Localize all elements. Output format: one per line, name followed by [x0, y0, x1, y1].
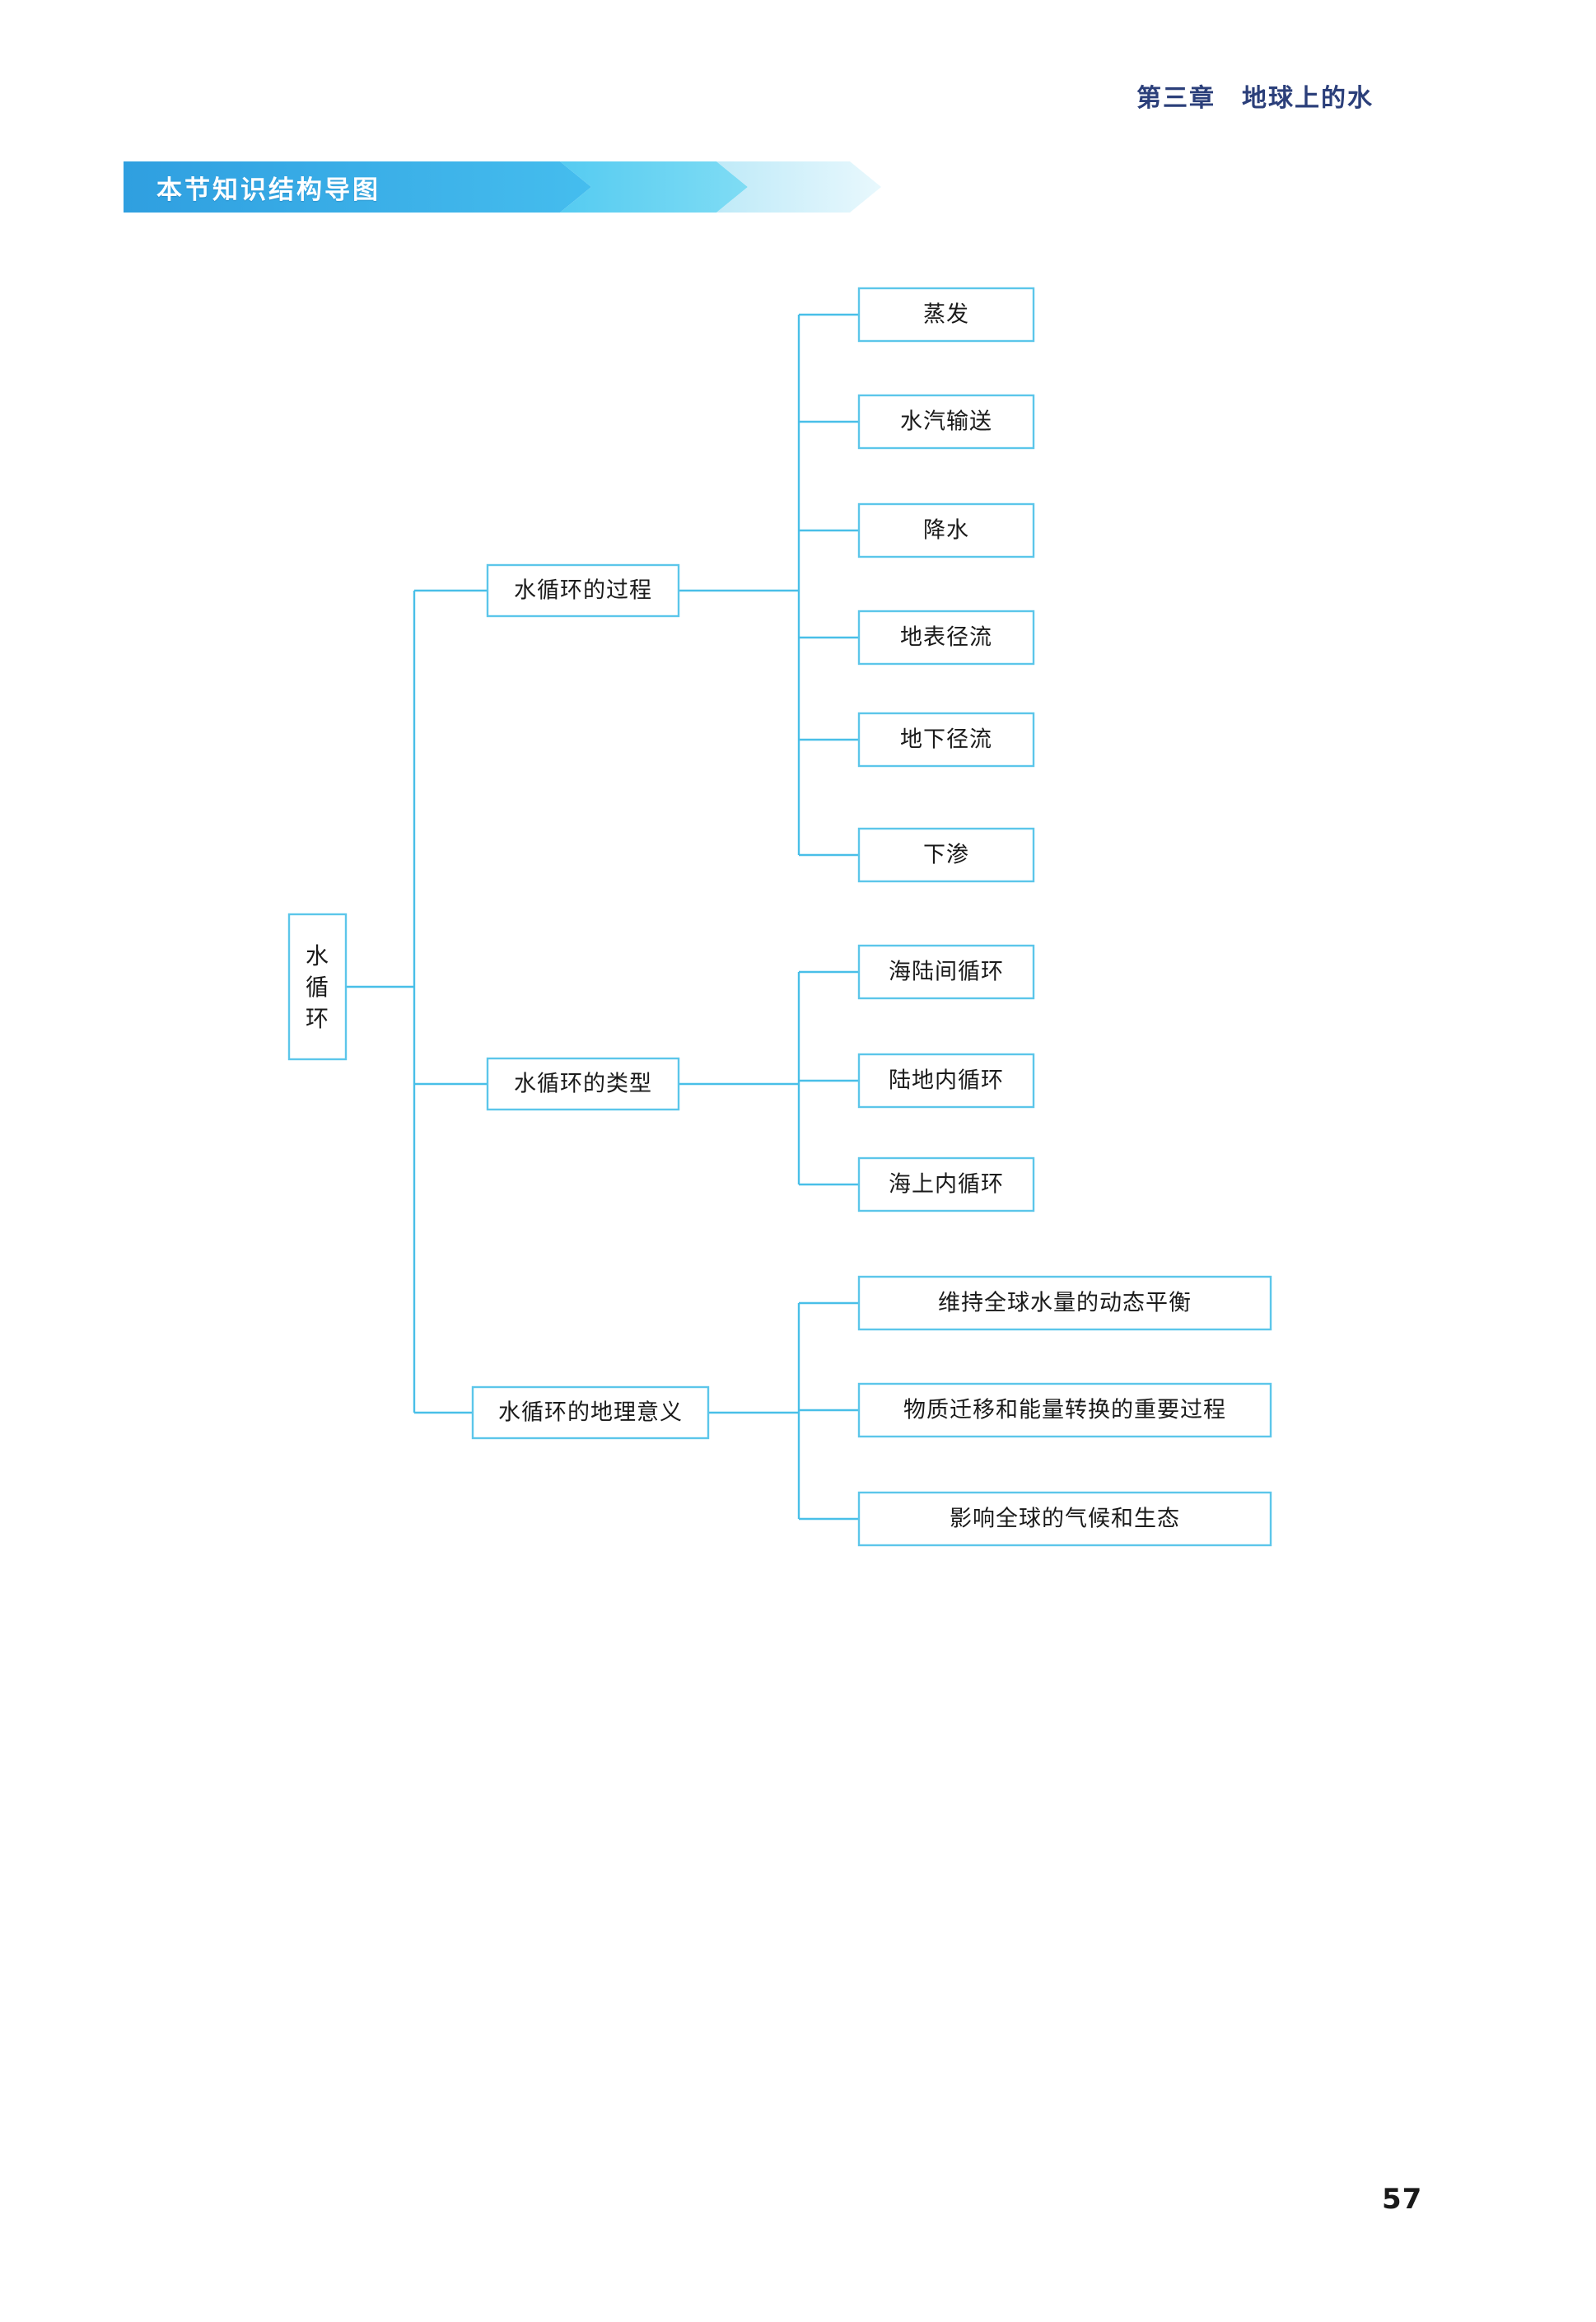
- node-label: 海陆间循环: [889, 960, 1004, 985]
- leaf-node-0-5[interactable]: 下渗: [857, 827, 1035, 883]
- node-label: 水循环的过程: [514, 578, 652, 604]
- root-node-label-line: 水: [306, 942, 329, 969]
- leaf-node-1-1[interactable]: 陆地内循环: [857, 1053, 1035, 1109]
- root-node-label-line: 环: [306, 1005, 329, 1032]
- leaf-node-2-2[interactable]: 影响全球的气候和生态: [857, 1491, 1272, 1547]
- branch-node-1[interactable]: 水循环的类型: [486, 1057, 680, 1111]
- leaf-node-0-1[interactable]: 水汽输送: [857, 394, 1035, 450]
- page-number: 57: [1382, 2183, 1423, 2216]
- root-node-label-line: 循: [306, 974, 329, 1001]
- branch-node-2[interactable]: 水循环的地理意义: [471, 1385, 710, 1440]
- knowledge-structure-diagram: 蒸发水汽输送降水地表径流地下径流下渗水循环的过程海陆间循环陆地内循环海上内循环水…: [287, 287, 1272, 1547]
- leaf-node-0-2[interactable]: 降水: [857, 502, 1035, 558]
- node-label: 水循环的类型: [514, 1072, 652, 1097]
- banner-chevrons: [124, 161, 881, 213]
- branch-node-0[interactable]: 水循环的过程: [486, 563, 680, 618]
- node-label: 下渗: [923, 843, 969, 868]
- node-label: 水循环的地理意义: [498, 1400, 683, 1426]
- connector-layer: [346, 313, 859, 1521]
- leaf-node-2-1[interactable]: 物质迁移和能量转换的重要过程: [857, 1382, 1272, 1438]
- node-label: 物质迁移和能量转换的重要过程: [903, 1398, 1226, 1423]
- section-banner: 本节知识结构导图: [124, 161, 881, 213]
- node-label: 蒸发: [923, 302, 969, 328]
- running-head-chapter-title: 第三章 地球上的水: [1136, 84, 1374, 113]
- leaf-node-2-0[interactable]: 维持全球水量的动态平衡: [857, 1275, 1272, 1331]
- section-banner-label: 本节知识结构导图: [156, 175, 380, 205]
- leaf-node-1-0[interactable]: 海陆间循环: [857, 944, 1035, 1000]
- leaf-node-1-2[interactable]: 海上内循环: [857, 1156, 1035, 1212]
- leaf-node-0-3[interactable]: 地表径流: [857, 610, 1035, 666]
- tree-svg-canvas: 蒸发水汽输送降水地表径流地下径流下渗水循环的过程海陆间循环陆地内循环海上内循环水…: [287, 287, 1272, 1547]
- node-label: 海上内循环: [889, 1172, 1004, 1198]
- node-label: 地下径流: [900, 727, 992, 753]
- node-label: 降水: [923, 518, 969, 544]
- node-label: 影响全球的气候和生态: [950, 1507, 1180, 1532]
- node-layer: 蒸发水汽输送降水地表径流地下径流下渗水循环的过程海陆间循环陆地内循环海上内循环水…: [287, 287, 1272, 1547]
- node-label: 地表径流: [900, 625, 992, 651]
- node-label: 陆地内循环: [889, 1068, 1004, 1094]
- node-label: 维持全球水量的动态平衡: [938, 1291, 1192, 1316]
- leaf-node-0-4[interactable]: 地下径流: [857, 712, 1035, 768]
- leaf-node-0-0[interactable]: 蒸发: [857, 287, 1035, 343]
- node-label: 水汽输送: [900, 409, 992, 435]
- root-node[interactable]: 水循环: [287, 913, 348, 1061]
